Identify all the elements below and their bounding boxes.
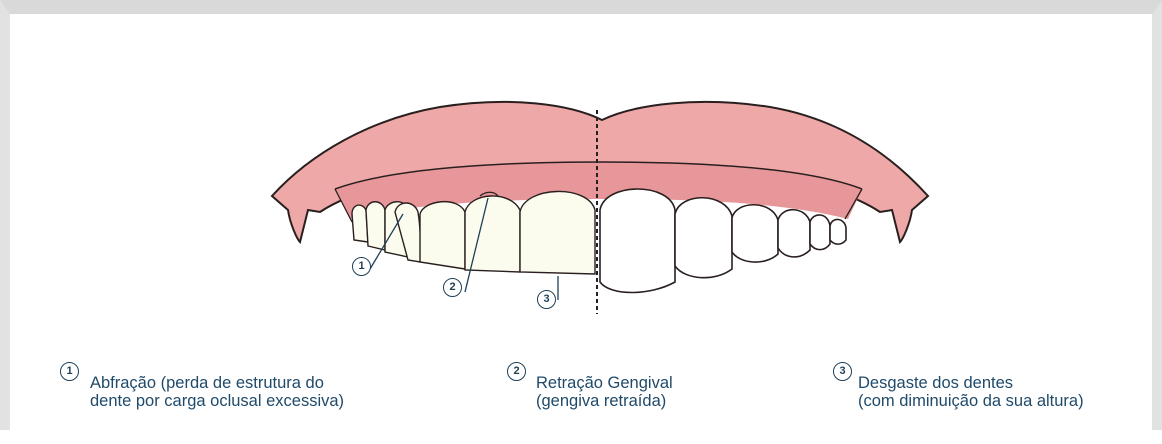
diagram-badge-1: 1 xyxy=(352,257,371,276)
legend-caption-3: Desgaste dos dentes (com diminuição da s… xyxy=(858,374,1084,410)
legend-badge-1: 1 xyxy=(60,362,79,381)
legend-badge-2: 2 xyxy=(507,362,526,381)
legend-caption-2-line1: Retração Gengival xyxy=(536,374,673,392)
legend-caption-1: Abfração (perda de estrutura do dente po… xyxy=(90,374,344,410)
legend-caption-1-line1: Abfração (perda de estrutura do xyxy=(90,374,344,392)
legend-caption-2: Retração Gengival (gengiva retraída) xyxy=(536,374,673,410)
legend-caption-3-line2: (com diminuição da sua altura) xyxy=(858,392,1084,410)
legend-badge-3: 3 xyxy=(833,362,852,381)
diagram-badge-2: 2 xyxy=(443,278,462,297)
legend-caption-2-line2: (gengiva retraída) xyxy=(536,392,673,410)
diagram-frame: 1 2 3 1 Abfração (perda de estrutura do … xyxy=(0,0,1162,430)
legend-caption-1-line2: dente por carga oclusal excessiva) xyxy=(90,392,344,410)
diagram-badge-3: 3 xyxy=(537,290,556,309)
legend-caption-3-line1: Desgaste dos dentes xyxy=(858,374,1084,392)
